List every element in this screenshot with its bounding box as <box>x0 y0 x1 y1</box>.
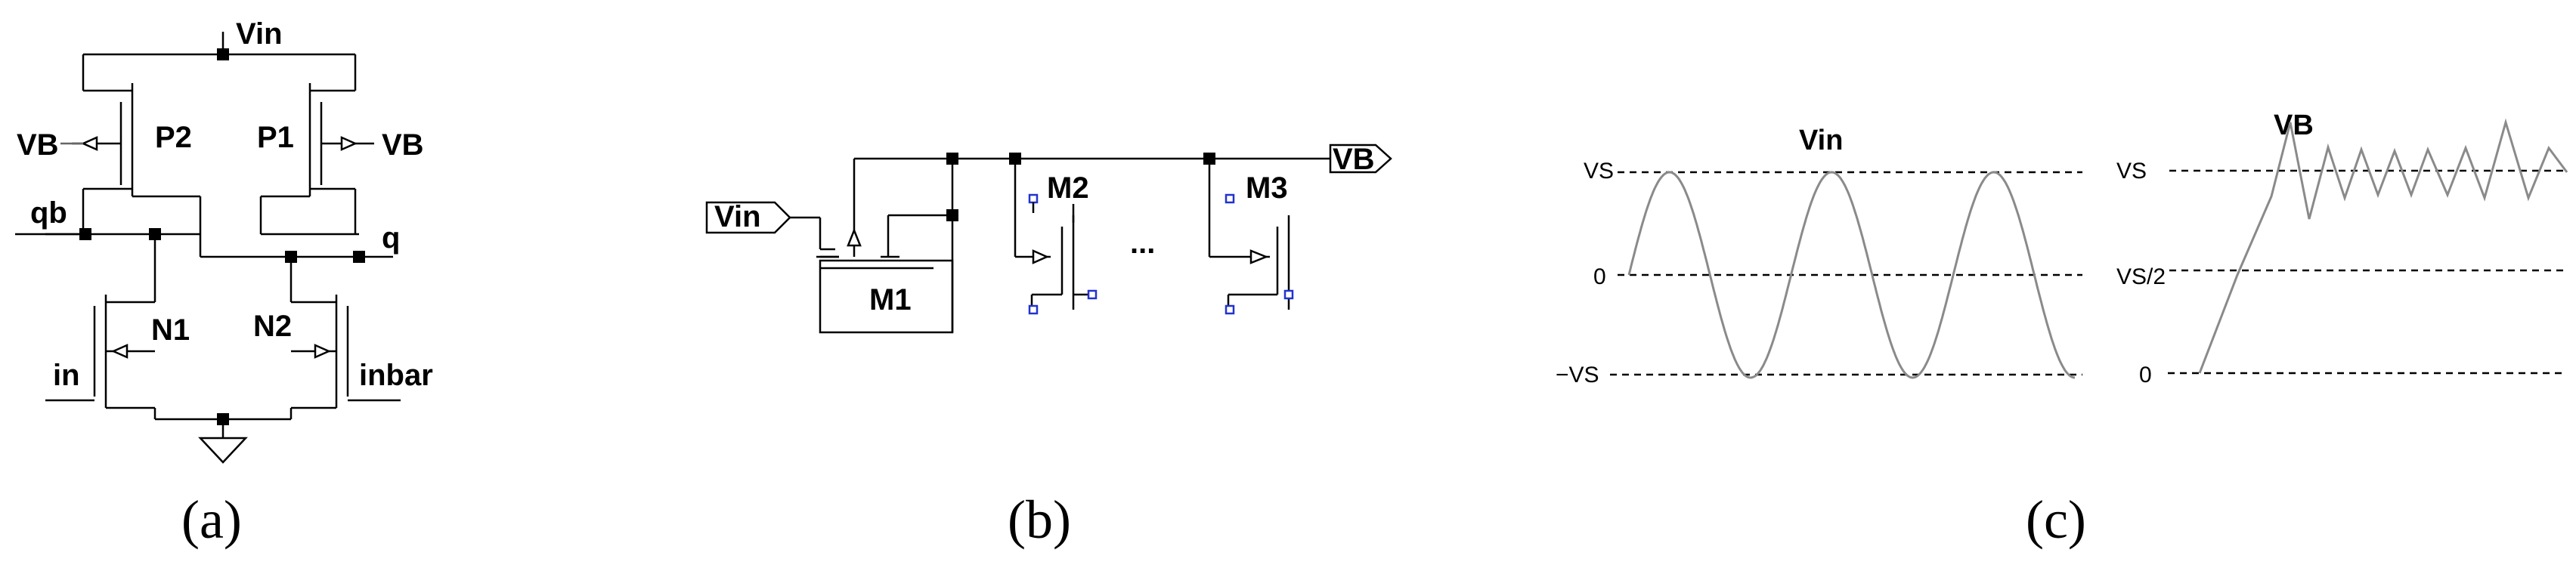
ground-icon <box>198 437 248 464</box>
port-vb <box>1329 144 1392 174</box>
label-vin-b: Vin <box>714 200 761 233</box>
label-m2: M2 <box>1047 171 1089 205</box>
panel-a-schematic: Vin P2 VB P1 VB <box>15 17 433 550</box>
vb-ramp-ripple-wave <box>2198 118 2568 374</box>
port-vin <box>705 201 791 234</box>
vb-level-0: 0 <box>2139 363 2152 387</box>
label-p1: P1 <box>257 121 294 154</box>
label-inbar: inbar <box>359 359 433 392</box>
vb-level-vs2: VS/2 <box>2116 264 2166 289</box>
label-in: in <box>53 359 80 392</box>
label-vb-b: VB <box>1333 143 1375 176</box>
label-n2: N2 <box>253 310 292 343</box>
vin-plot-title: Vin <box>1799 125 1843 156</box>
label-vb-right: VB <box>382 128 424 162</box>
label-ellipsis: ... <box>1130 227 1155 260</box>
vb-level-vs: VS <box>2116 159 2147 184</box>
label-vin: Vin <box>236 17 283 51</box>
vin-level-neg-vs: −VS <box>1556 363 1599 387</box>
node-vin <box>217 48 229 60</box>
label-qb: qb <box>30 196 67 230</box>
vin-sine-wave <box>1627 171 2076 379</box>
panel-c-waveforms: Vin VS 0 −VS VB VS VS/2 0 (c) <box>1556 110 2568 550</box>
label-q: q <box>382 221 400 255</box>
label-m3: M3 <box>1246 171 1288 205</box>
label-m1: M1 <box>869 283 912 316</box>
label-vb-left: VB <box>17 128 59 162</box>
label-p2: P2 <box>155 121 192 154</box>
vin-level-vs: VS <box>1584 159 1614 184</box>
panel-b-schematic: Vin M1 VB <box>705 143 1392 550</box>
vin-level-0: 0 <box>1593 264 1606 289</box>
caption-a: (a) <box>181 489 242 550</box>
caption-b: (b) <box>1008 489 1071 550</box>
caption-c: (c) <box>2026 489 2086 550</box>
label-n1: N1 <box>151 313 190 347</box>
